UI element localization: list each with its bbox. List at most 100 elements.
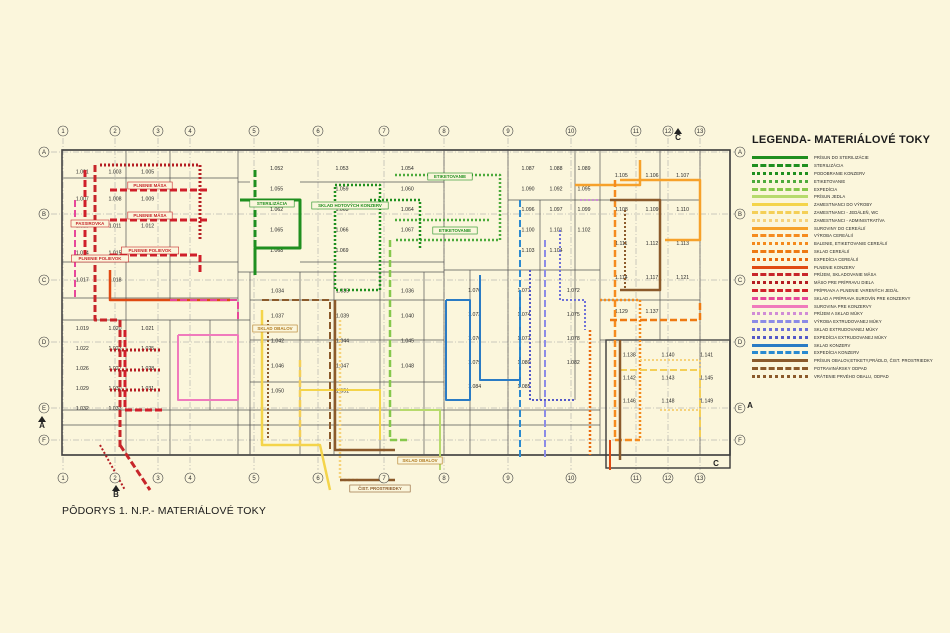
- legend-line-swatch: [752, 273, 808, 277]
- flow-label-box: [397, 456, 443, 465]
- legend-item: SKLAD KONZERV: [752, 341, 942, 349]
- room-number: 1.045: [401, 339, 414, 345]
- grid-bubble: [312, 472, 324, 484]
- room-number: 1.012: [141, 224, 154, 230]
- grid-bubble: [378, 125, 390, 137]
- grid-bubble: [734, 434, 746, 446]
- legend-item: EXPEDÍCIA EXTRUDOVANEJ MÚKY: [752, 333, 942, 341]
- legend-item: PLNENIE KONZERV: [752, 263, 942, 271]
- flow-path: [479, 275, 521, 381]
- material-flows: [74, 160, 702, 491]
- section-mark-label: C: [713, 459, 719, 468]
- room-number: 1.105: [615, 173, 628, 179]
- legend-item-label: PRÍJEM, SKLADOVANIE MÄSA: [814, 272, 877, 278]
- grid-bubble-label: D: [738, 340, 743, 346]
- grid-bubble: [630, 125, 642, 137]
- legend-item: ZAMESTNANCI DO VÝROBY: [752, 201, 942, 209]
- room-number: 1.089: [578, 166, 591, 172]
- section-mark-arrow: [674, 128, 682, 134]
- grid-bubble: [109, 125, 121, 137]
- room-number: 1.065: [270, 227, 283, 233]
- plan-title: PÔDORYS 1. N.P.- MATERIÁLOVÉ TOKY: [62, 505, 267, 517]
- grid-bubble-label: 8: [442, 476, 446, 482]
- flow-label-box: [349, 484, 411, 493]
- room-number: 1.072: [567, 288, 580, 294]
- grid-bubble: [734, 146, 746, 158]
- flow-label-box: [249, 199, 295, 208]
- room-number: 1.137: [646, 309, 659, 315]
- grid-bubble-label: 11: [633, 129, 640, 135]
- room-number: 1.096: [522, 207, 535, 213]
- flow-path: [620, 178, 702, 242]
- grid-bubble-label: 2: [113, 476, 117, 482]
- grid-bubble-label: 2: [113, 129, 117, 135]
- room-number: 1.075: [567, 312, 580, 318]
- room-number: 1.103: [522, 248, 535, 254]
- legend-line-swatch: [752, 312, 808, 316]
- room-number: 1.021: [141, 326, 154, 332]
- flow-label: ČIST. PROSTRIEDKY: [358, 486, 402, 491]
- legend-item-label: SKLAD EXTRUDOVANEJ MÚKY: [814, 326, 879, 332]
- room-number: 1.017: [76, 278, 89, 284]
- room-number: 1.018: [109, 278, 122, 284]
- grid-bubble: [734, 402, 746, 414]
- room-number: 1.111: [615, 241, 627, 247]
- flow-label: PLNENIE MÄSA: [133, 183, 167, 188]
- legend-item: PRÍSUN JEDLA: [752, 193, 942, 201]
- room-number: 1.099: [578, 207, 591, 213]
- legend-line-swatch: [752, 359, 808, 363]
- legend-item: SKLAD A PRÍPRAVA SUROVÍN PRE KONZERVY: [752, 294, 942, 302]
- legend-item-label: PRÍSUN DO STERILIZÁCIE: [814, 155, 869, 161]
- room-number: 1.007: [76, 197, 89, 203]
- flow-path: [613, 180, 640, 442]
- room-labels: 1.0011.0031.0051.0071.0081.0091.0101.011…: [76, 166, 713, 412]
- flow-label: PLNENIE POLIEVOK: [79, 256, 123, 261]
- room-number: 1.039: [336, 314, 349, 320]
- room-number: 1.042: [271, 339, 284, 345]
- room-number: 1.138: [623, 353, 636, 359]
- grid-bubble: [38, 336, 50, 348]
- room-number: 1.011: [109, 224, 122, 230]
- section-mark-arrow: [38, 416, 46, 422]
- grid-bubble: [38, 274, 50, 286]
- grid-bubble: [378, 472, 390, 484]
- flow-path: [99, 444, 126, 491]
- legend-item: SKLAD EXTRUDOVANEJ MÚKY: [752, 326, 942, 334]
- room-number: 1.141: [700, 353, 713, 359]
- flow-path: [610, 300, 702, 322]
- flow-label: PLNENIE MÄSA: [133, 213, 167, 218]
- grid-bubble-label: 5: [252, 476, 256, 482]
- flow-label-box: [127, 181, 173, 190]
- grid-bubble-label: 10: [568, 129, 575, 135]
- legend-item: PRÍPRAVA A PLNENIE VARENÝCH JEDÁL: [752, 287, 942, 295]
- room-number: 1.080: [518, 360, 531, 366]
- flow-label: SKLAD OBALOV: [402, 458, 437, 463]
- grid-bubble: [152, 125, 164, 137]
- grid-bubble-label: 5: [252, 129, 256, 135]
- flow-path: [400, 409, 441, 470]
- legend-item-label: VÝROBA EXTRUDOVANEJ MÚKY: [814, 319, 882, 325]
- legend-line-swatch: [752, 210, 808, 214]
- grid-bubble-label: 13: [697, 129, 704, 135]
- legend-item-label: EXPEDÍCIA KONZERV: [814, 350, 860, 356]
- legend-line-swatch: [752, 320, 808, 324]
- grid-bubble-label: 1: [61, 129, 65, 135]
- grid-bubble-label: 3: [156, 476, 160, 482]
- room-number: 1.069: [336, 248, 349, 254]
- room-number: 1.055: [270, 187, 283, 193]
- legend-item-label: SKLAD KONZERV: [814, 342, 851, 348]
- room-number: 1.064: [401, 207, 414, 213]
- legend-item: PRÍJEM A SKLAD MÚKY: [752, 310, 942, 318]
- room-number: 1.114: [615, 275, 628, 281]
- room-number: 1.107: [676, 173, 689, 179]
- room-number: 1.050: [271, 389, 284, 395]
- room-number: 1.008: [109, 197, 122, 203]
- room-number: 1.020: [109, 326, 122, 332]
- room-number: 1.071: [518, 288, 531, 294]
- legend-line-swatch: [752, 218, 808, 222]
- room-number: 1.063: [336, 207, 349, 213]
- grid-bubble-label: C: [738, 278, 743, 284]
